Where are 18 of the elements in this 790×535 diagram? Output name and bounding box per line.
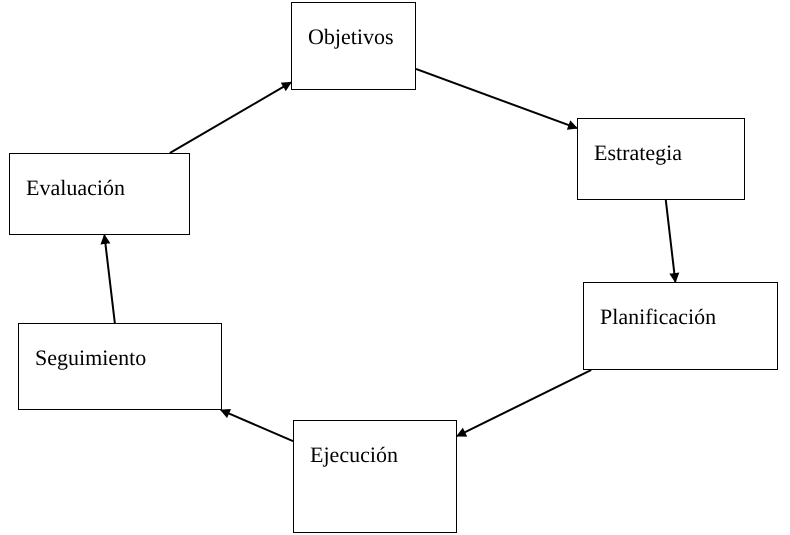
arrow <box>456 369 592 437</box>
process-box <box>9 153 190 235</box>
process-box <box>18 323 222 410</box>
arrow <box>664 200 680 283</box>
arrow <box>220 408 294 442</box>
process-box <box>583 282 778 370</box>
arrow <box>416 68 578 130</box>
box-label: Planificación <box>600 303 718 330</box>
process-box <box>291 2 416 90</box>
box-label: Ejecución <box>310 441 399 468</box>
arrow <box>100 234 116 324</box>
box-label: Estrategia <box>594 139 683 166</box>
process-box <box>293 420 457 533</box>
process-box <box>577 118 745 200</box>
box-label: Seguimiento <box>35 344 148 372</box>
box-label: Evaluación <box>26 174 126 202</box>
arrow <box>169 82 292 154</box>
box-label: Objetivos <box>308 23 395 50</box>
